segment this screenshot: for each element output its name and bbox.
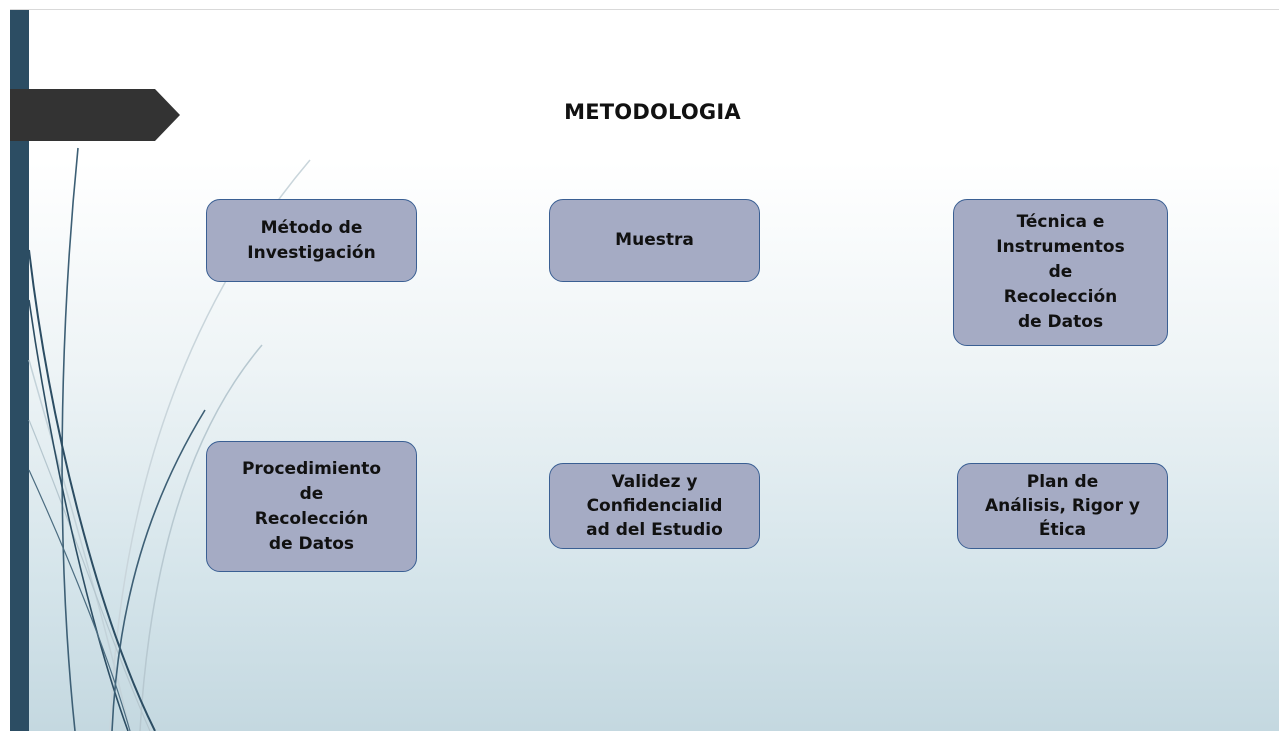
- title-tab-arrow: [10, 89, 180, 141]
- box-text-line: de Datos: [268, 533, 355, 554]
- slide-top-border: [0, 0, 1279, 10]
- box-text-line: Procedimiento: [241, 458, 382, 479]
- slide-left-gutter: [0, 9, 10, 731]
- decor-curve-dark-4: [111, 409, 206, 731]
- box-text-line: Investigación: [247, 242, 376, 263]
- box-text-line: de: [1048, 262, 1073, 282]
- box-metodo-de-investigacion: Método de Investigación: [206, 199, 417, 282]
- box-text-line: ad del Estudio: [586, 520, 723, 540]
- box-plan-de-analisis: Plan de Análisis, Rigor y Ética: [957, 463, 1168, 549]
- decor-curve-light-3: [28, 359, 131, 731]
- box-text-line: Validez y: [611, 472, 698, 492]
- box-procedimiento-de-recoleccion: Procedimiento de Recolección de Datos: [206, 441, 417, 572]
- decor-curve-light-4: [28, 419, 151, 731]
- box-text-line: Recolección: [254, 508, 369, 529]
- box-text-line: de: [299, 483, 324, 504]
- decor-curve-dark-1: [61, 147, 79, 731]
- box-text-line: Método de: [260, 217, 363, 238]
- box-text-line: Instrumentos: [996, 237, 1125, 257]
- box-text-line: Recolección: [1003, 287, 1118, 307]
- box-text-line: de Datos: [1017, 312, 1104, 332]
- decor-curve-dark-2: [28, 249, 156, 731]
- box-text-line: Técnica e: [1016, 212, 1105, 232]
- slide-title: METODOLOGIA: [564, 100, 741, 124]
- left-accent-bar: [10, 10, 29, 731]
- box-muestra: Muestra: [549, 199, 760, 282]
- box-text-line: Muestra: [615, 230, 694, 250]
- box-text-line: Confidencialid: [586, 496, 723, 516]
- box-tecnica-e-instrumentos: Técnica e Instrumentos de Recolección de…: [953, 199, 1168, 346]
- box-validez-y-confidencialidad: Validez y Confidencialid ad del Estudio: [549, 463, 760, 549]
- box-text-line: Plan de: [1026, 472, 1099, 492]
- box-text-line: Análisis, Rigor y: [985, 496, 1140, 516]
- decor-curve-dark-5: [28, 469, 131, 731]
- box-text-line: Ética: [1038, 520, 1087, 540]
- decor-curve-light-2: [139, 344, 263, 731]
